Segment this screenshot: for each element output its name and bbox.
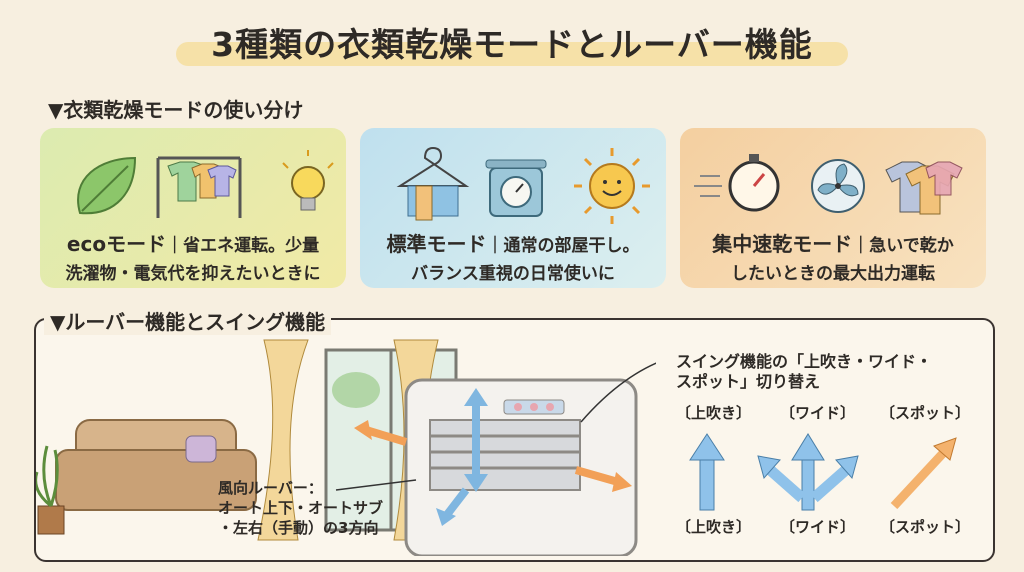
mode-desc-eco-2: 洗濯物・電気代を抑えたいときに xyxy=(65,264,321,284)
louver-label-3: ・左右（手動）の3方向 xyxy=(218,519,379,537)
swing-option-wide: 〔ワイド〕 xyxy=(780,404,856,422)
page-title: 3種類の衣類乾燥モードとルーバー機能 xyxy=(211,25,813,64)
swing-option-up: 〔上吹き〕 xyxy=(676,404,752,422)
louver-label-1: 風向ルーバー： xyxy=(218,479,323,497)
mode-desc-standard-1: ｜通常の部屋干し。 xyxy=(486,236,640,256)
mode-card-standard: 標準モード｜通常の部屋干し。 バランス重視の日常使いに xyxy=(360,128,666,288)
swing-bottom-up: 〔上吹き〕 xyxy=(676,518,752,536)
dehumidifier-illustration xyxy=(404,378,638,556)
hanging-clothes-icon xyxy=(156,156,242,218)
airflow-arrows xyxy=(354,388,632,526)
up-arrow-icon xyxy=(689,433,725,511)
room-illustration xyxy=(36,339,656,556)
tshirts-icon xyxy=(885,161,963,215)
fan-icon xyxy=(811,159,865,213)
mode-desc-standard-2: バランス重視の日常使いに xyxy=(411,264,615,284)
rapid-illustration xyxy=(694,154,963,215)
sofa-illustration xyxy=(55,419,257,511)
swing-label-1: スイング機能の「上吹き・ワイド・ xyxy=(676,352,933,371)
mode-name-eco: ecoモード xyxy=(66,232,167,256)
lightbulb-icon xyxy=(282,150,334,211)
swing-label-2: スポット」切り替え xyxy=(676,372,821,391)
swing-option-spot: 〔スポット〕 xyxy=(880,404,971,422)
louver-callout-line xyxy=(335,479,417,491)
hanger-icon xyxy=(396,146,470,221)
mode-desc-eco-1: ｜省エネ運転。少量 xyxy=(166,236,320,256)
scale-icon xyxy=(485,159,547,217)
leaf-icon xyxy=(77,156,137,215)
stopwatch-icon xyxy=(694,154,780,212)
swing-bottom-wide: 〔ワイド〕 xyxy=(780,518,856,536)
section-heading-louver: ▼ルーバー機能とスイング機能 xyxy=(44,306,332,335)
swing-label: スイング機能の「上吹き・ワイド・ スポット」切り替え xyxy=(676,352,932,392)
mode-name-rapid: 集中速乾モード xyxy=(712,232,853,256)
curtain-left-illustration xyxy=(257,339,309,541)
mode-card-eco: ecoモード｜省エネ運転。少量 洗濯物・電気代を抑えたいときに xyxy=(40,128,346,288)
spot-arrow-icon xyxy=(890,437,957,510)
mode-desc-rapid-1: ｜急いで乾か xyxy=(852,236,954,256)
swing-callout-line xyxy=(580,362,656,423)
eco-illustration xyxy=(77,150,334,218)
swing-bottom-spot: 〔スポット〕 xyxy=(880,518,971,536)
louver-label-2: オート上下・オートサブ xyxy=(218,499,384,517)
mode-card-rapid: 集中速乾モード｜急いで乾か したいときの最大出力運転 xyxy=(680,128,986,288)
swing-arrows xyxy=(689,433,957,511)
mode-name-standard: 標準モード xyxy=(386,232,487,256)
section-heading-modes: ▼衣類乾燥モードの使い分け xyxy=(48,98,304,122)
wide-arrow-icon xyxy=(757,433,859,511)
louver-label: 風向ルーバー： オート上下・オートサブ ・左右（手動）の3方向 xyxy=(218,478,383,538)
sun-icon xyxy=(574,148,650,224)
title-highlight xyxy=(176,42,848,66)
mode-desc-rapid-2: したいときの最大出力運転 xyxy=(731,264,935,284)
plant-illustration xyxy=(36,445,65,535)
standard-illustration xyxy=(396,146,650,224)
